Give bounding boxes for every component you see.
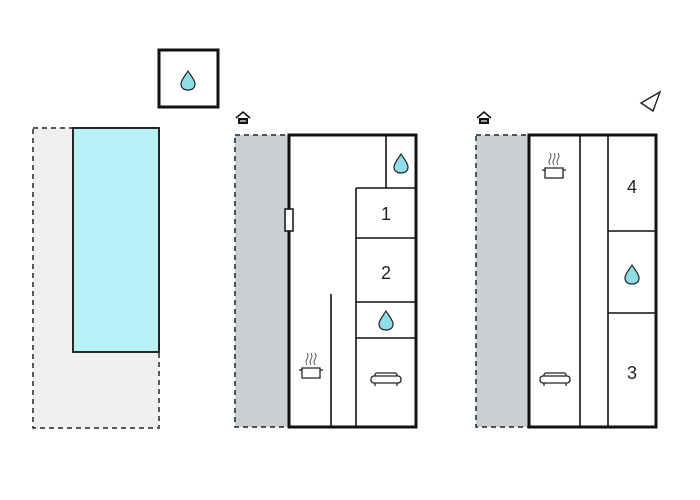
home-entrance-icon	[476, 111, 492, 125]
terrace-area	[475, 134, 530, 428]
entrance-door	[284, 208, 294, 232]
room-label-2: 2	[381, 263, 391, 283]
ground-floor-plan: 1 2	[234, 111, 418, 429]
site-plan	[32, 48, 220, 429]
room-label-3: 3	[627, 363, 637, 383]
room-label-1: 1	[381, 204, 391, 224]
home-entrance-icon	[235, 111, 251, 125]
terrace-area	[234, 134, 290, 428]
upper-floor-plan: 4 3	[475, 90, 662, 429]
swimming-pool	[72, 127, 160, 353]
north-arrow-icon	[639, 90, 662, 113]
room-label-4: 4	[627, 177, 637, 197]
